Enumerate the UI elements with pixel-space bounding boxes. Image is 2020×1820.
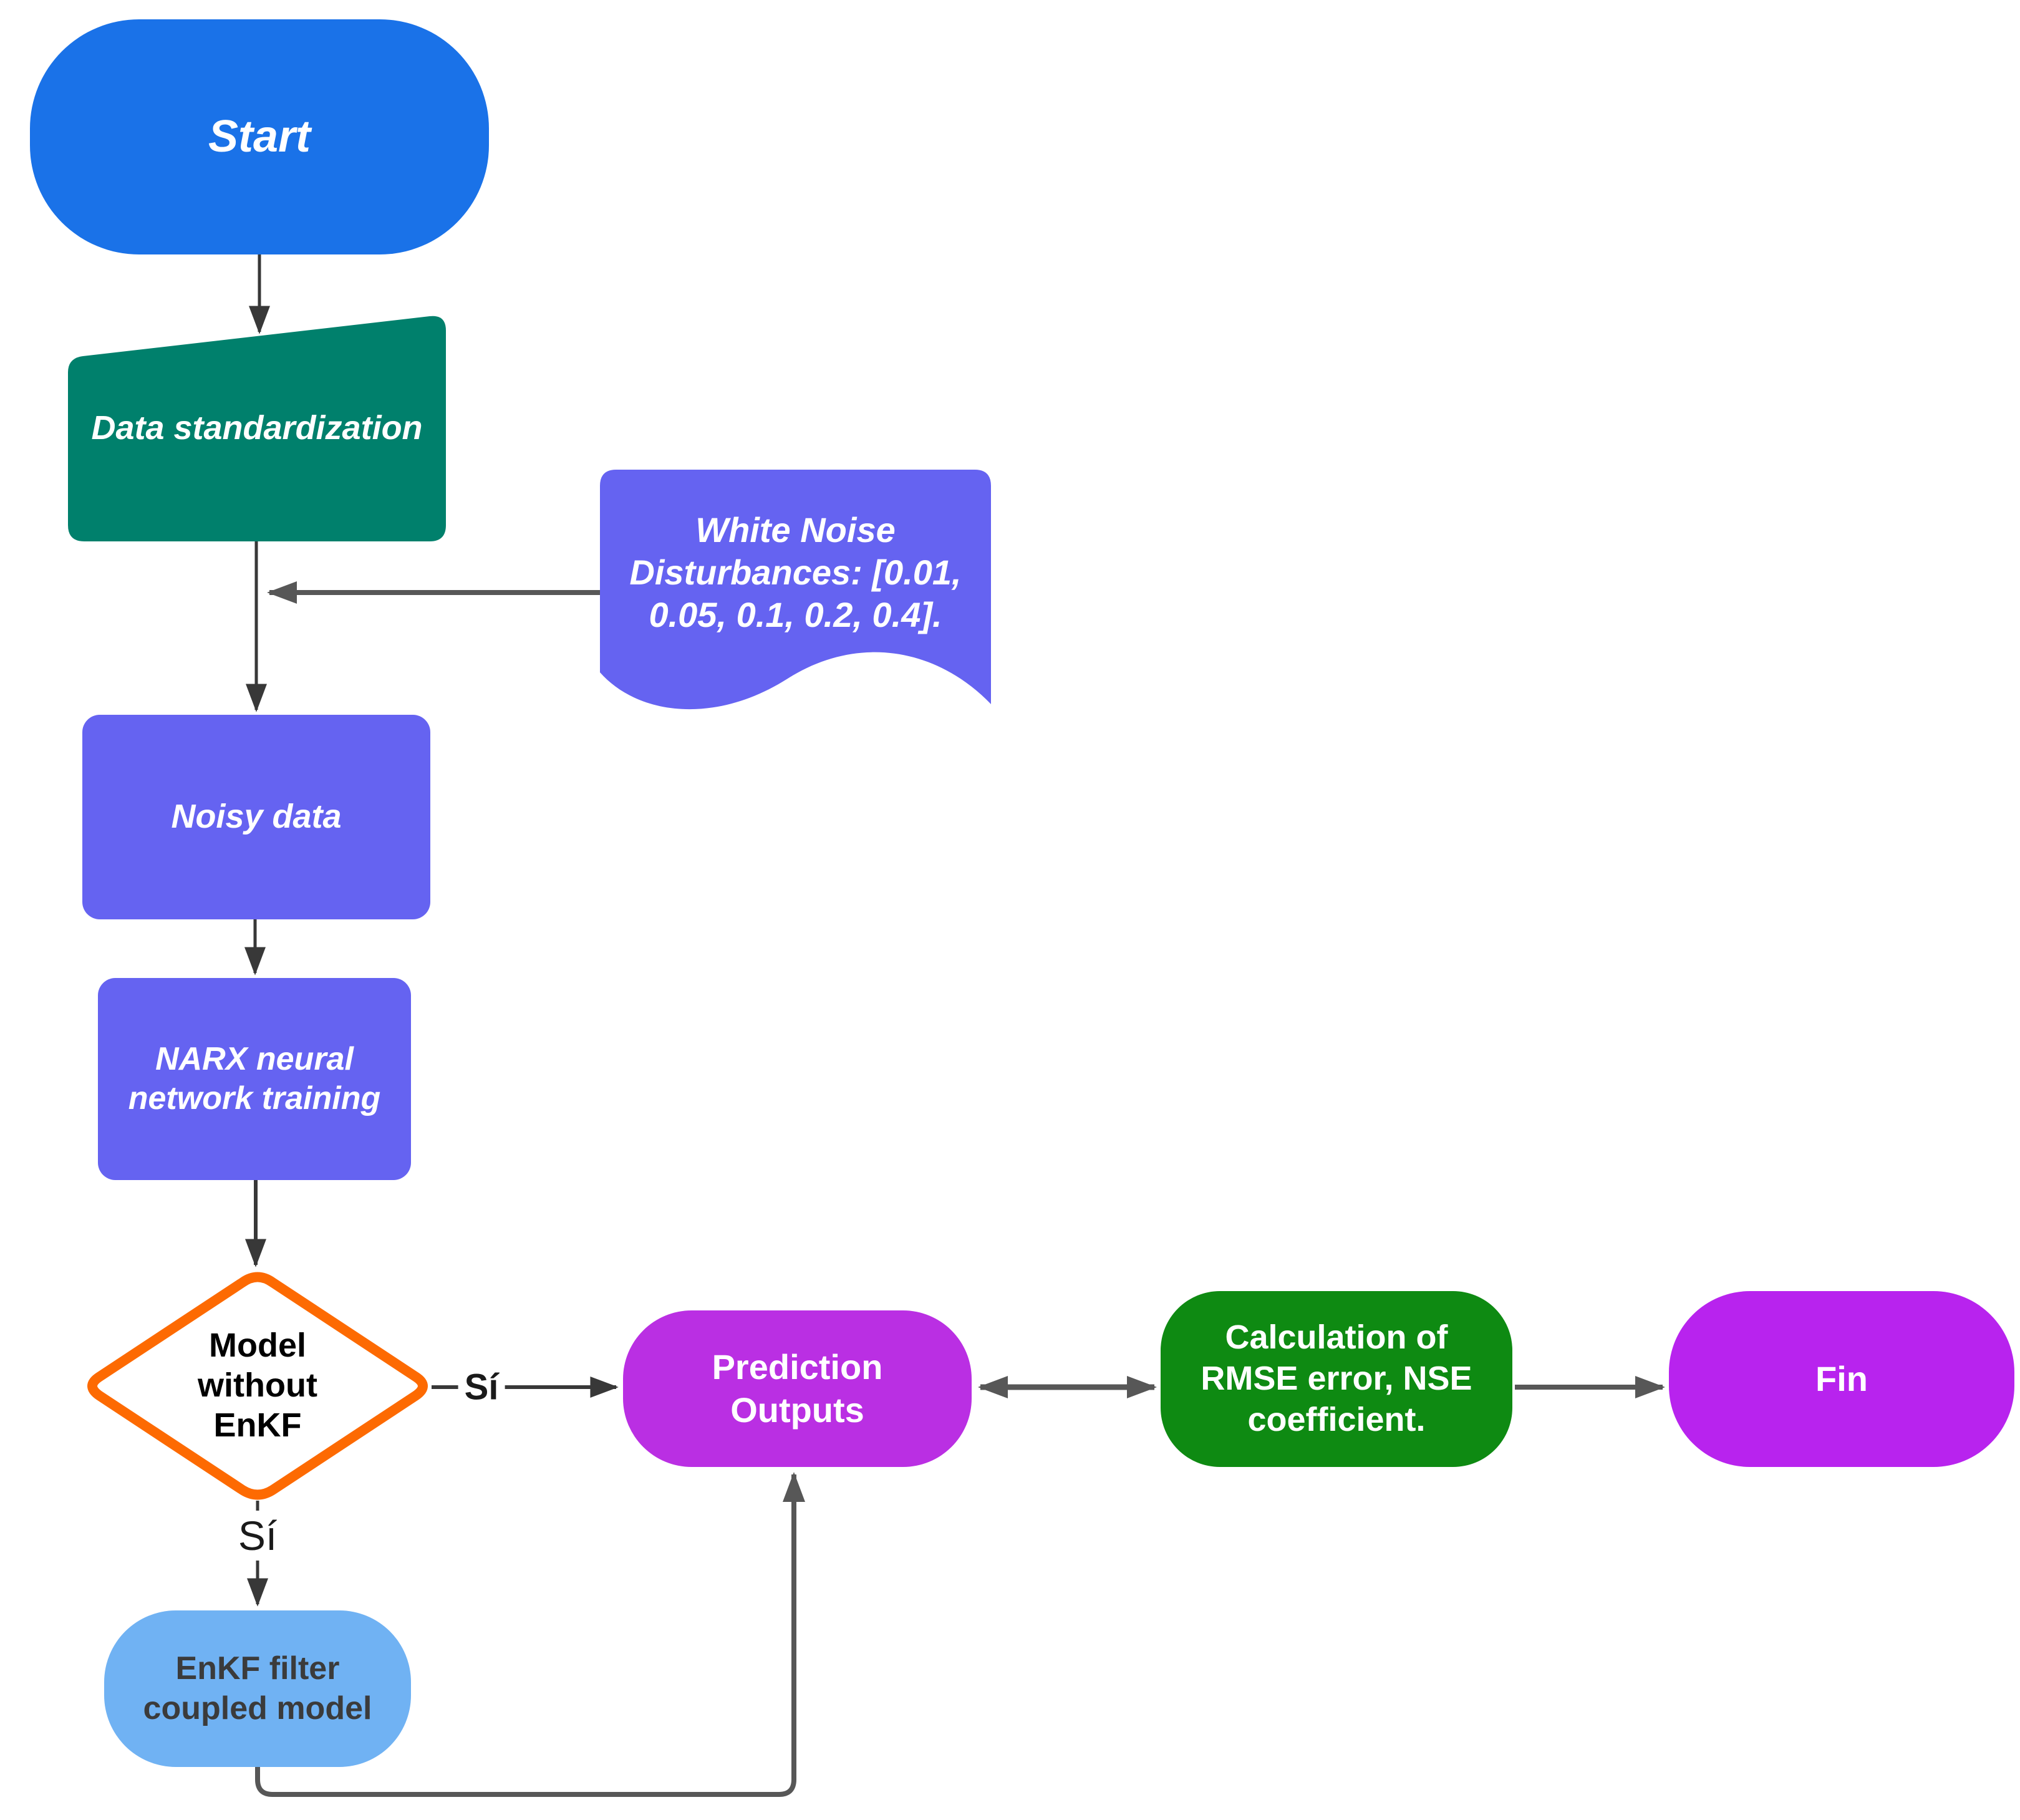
arrow-enkf-loop-to-prediction <box>255 1472 805 1797</box>
node-data-standardization: Data standardization <box>68 315 446 541</box>
node-decision-model-without-enkf: Model without EnKF <box>164 1292 351 1479</box>
node-white-noise-note-label: White Noise Disturbances: [0.01, 0.05, 0… <box>629 510 962 635</box>
node-decision-label: Model without EnKF <box>198 1327 317 1444</box>
node-noisy-data: Noisy data <box>82 715 430 919</box>
node-fin: Fin <box>1669 1291 2014 1467</box>
edge-label-yes-right: Sí <box>458 1365 505 1410</box>
node-narx-training-label: NARX neural network training <box>128 1040 381 1116</box>
node-metrics-calculation: Calculation of RMSE error, NSE coefficie… <box>1161 1291 1512 1467</box>
shape-data-standardization <box>68 316 446 541</box>
node-enkf-coupled-model: EnKF filter coupled model <box>104 1610 411 1767</box>
node-metrics-calculation-label: Calculation of RMSE error, NSE coefficie… <box>1201 1319 1472 1438</box>
node-noisy-data-label: Noisy data <box>171 798 342 836</box>
node-fin-label: Fin <box>1815 1358 1868 1398</box>
node-start-label: Start <box>208 111 311 162</box>
node-start: Start <box>30 19 489 254</box>
node-narx-training: NARX neural network training <box>98 978 411 1180</box>
edge-label-yes-down: Sí <box>231 1511 284 1561</box>
node-prediction-outputs-label: Prediction Outputs <box>712 1347 883 1430</box>
shape-decision-diamond <box>87 1272 428 1500</box>
node-white-noise-note: White Noise Disturbances: [0.01, 0.05, 0… <box>600 470 991 675</box>
shape-white-noise-note <box>600 470 991 710</box>
node-data-standardization-label: Data standardization <box>91 409 423 447</box>
node-prediction-outputs: Prediction Outputs <box>623 1310 972 1467</box>
node-enkf-coupled-model-label: EnKF filter coupled model <box>143 1650 372 1726</box>
